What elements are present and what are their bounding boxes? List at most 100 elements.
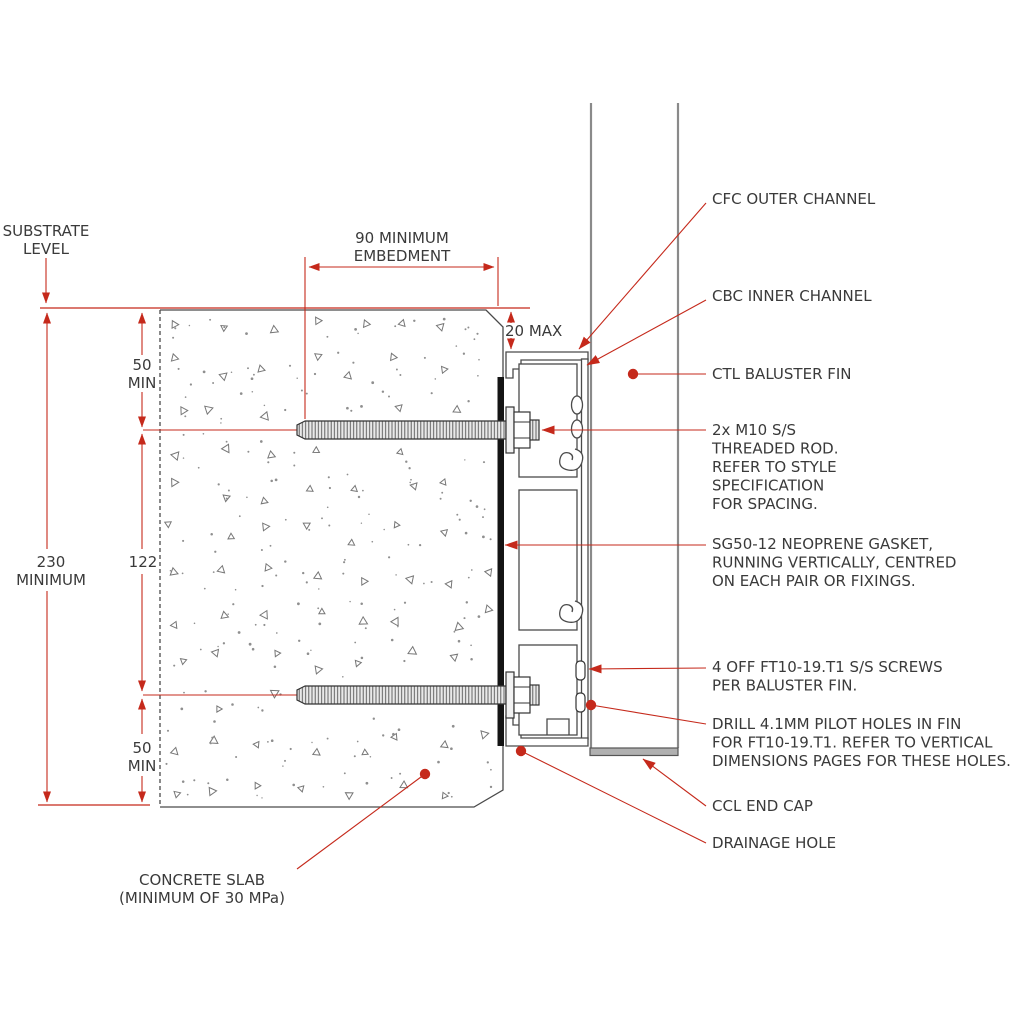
stipple-dot [403, 601, 407, 604]
stipple-dot [371, 540, 374, 543]
stipple-dot [209, 742, 212, 745]
stipple-triangle [264, 562, 273, 572]
stipple-triangle [444, 579, 453, 589]
leader-drainage [515, 745, 707, 844]
stipple-dot [182, 433, 185, 436]
callout-drainage: DRAINAGE HOLE [712, 834, 836, 852]
callout-cfc: CFC OUTER CHANNEL [712, 190, 876, 208]
stipple-dot [284, 518, 287, 521]
stipple-dot [326, 737, 329, 740]
stipple-dot [270, 739, 274, 743]
stipple-dot [284, 759, 286, 762]
end-cap [589, 747, 679, 757]
stipple-dot [423, 582, 425, 585]
stipple-dot [273, 665, 277, 668]
stipple-dot [204, 690, 207, 693]
stipple-triangle [344, 792, 354, 801]
stipple-dot [306, 652, 310, 655]
stipple-triangle [305, 484, 314, 492]
stipple-triangle [169, 451, 180, 462]
stipple-dot [482, 461, 486, 464]
stipple-dot [225, 497, 228, 500]
stipple-triangle [169, 566, 179, 576]
overall-dim-label: MINIMUM [16, 571, 86, 589]
stipple-triangle [347, 538, 356, 546]
bottom-offset-label: MIN [128, 757, 157, 775]
stipple-dot [183, 691, 185, 694]
stipple-dot [220, 422, 222, 424]
stipple-dot [360, 522, 363, 524]
stipple-dot [245, 332, 248, 335]
stipple-dot [397, 626, 399, 628]
stipple-dot [465, 601, 469, 604]
stipple-dot [411, 483, 414, 486]
callout-pilot: DIMENSIONS PAGES FOR THESE HOLES. [712, 752, 1011, 770]
inner-channel-bottom-hook [546, 718, 570, 735]
stipple-dot [193, 622, 196, 625]
dimension-lines [38, 257, 530, 806]
stipple-dot [186, 793, 189, 796]
stipple-dot [450, 795, 453, 798]
stipple-dot [467, 576, 470, 579]
stipple-dot [214, 550, 217, 553]
stipple-triangle [258, 609, 268, 620]
stipple-dot [189, 383, 193, 386]
stipple-dot [227, 613, 229, 615]
stipple-dot [456, 513, 459, 516]
stipple-dot [477, 374, 479, 377]
stipple-dot [199, 648, 202, 651]
rod-spacing-label: 122 [129, 553, 158, 571]
stipple-dot [457, 639, 461, 643]
stipple-dot [267, 741, 269, 743]
stipple-dot [223, 326, 226, 329]
stipple-dot [388, 395, 390, 398]
stipple-dot [220, 417, 223, 420]
neoprene-gasket [497, 377, 504, 746]
stipple-triangle [169, 746, 179, 756]
stipple-triangle [483, 568, 493, 578]
stipple-dot [317, 607, 320, 610]
baluster-fin [589, 103, 680, 757]
stipple-dot [418, 543, 422, 547]
embedment-label: 90 MINIMUM [355, 229, 449, 247]
stipple-triangle [302, 522, 312, 531]
slab-body [160, 310, 503, 807]
stipple-dot [238, 515, 241, 518]
fixing-screw-upper [575, 660, 586, 681]
stipple-dot [203, 587, 206, 590]
stipple-dot [252, 373, 255, 376]
stipple-dot [458, 518, 461, 521]
gap-max-label: 20 MAX [505, 322, 562, 340]
stipple-dot [473, 338, 476, 341]
stipple-dot [284, 560, 287, 563]
stipple-dot [470, 658, 473, 661]
stipple-triangle [220, 324, 229, 333]
stipple-dot [469, 499, 472, 502]
stipple-dot [197, 466, 200, 469]
stipple-dot [261, 709, 264, 712]
callout-labels: CFC OUTER CHANNEL CBC INNER CHANNEL CTL … [119, 190, 1011, 907]
stipple-dot [234, 588, 237, 591]
stipple-triangle [220, 443, 230, 454]
leader-endcap [642, 758, 707, 807]
stipple-dot [346, 473, 349, 476]
stipple-triangle [484, 604, 494, 614]
stipple-dot [442, 317, 446, 321]
outer-channel-top-flange [505, 351, 589, 379]
stipple-dot [282, 765, 284, 767]
stipple-dot [256, 794, 258, 797]
stipple-dot [261, 584, 264, 588]
stipple-dot [246, 496, 248, 499]
stipple-dot [453, 630, 456, 633]
stipple-triangle [395, 447, 404, 456]
stipple-dot [393, 608, 396, 611]
stipple-triangle [170, 352, 180, 362]
stipple-dot [405, 460, 408, 463]
stipple-triangle [407, 645, 418, 655]
stipple-dot [211, 736, 214, 739]
stipple-triangle [179, 658, 188, 666]
stipple-dot [390, 777, 393, 779]
stipple-dot [263, 404, 266, 407]
callout-pilot: FOR FT10-19.T1. REFER TO VERTICAL [712, 734, 993, 752]
